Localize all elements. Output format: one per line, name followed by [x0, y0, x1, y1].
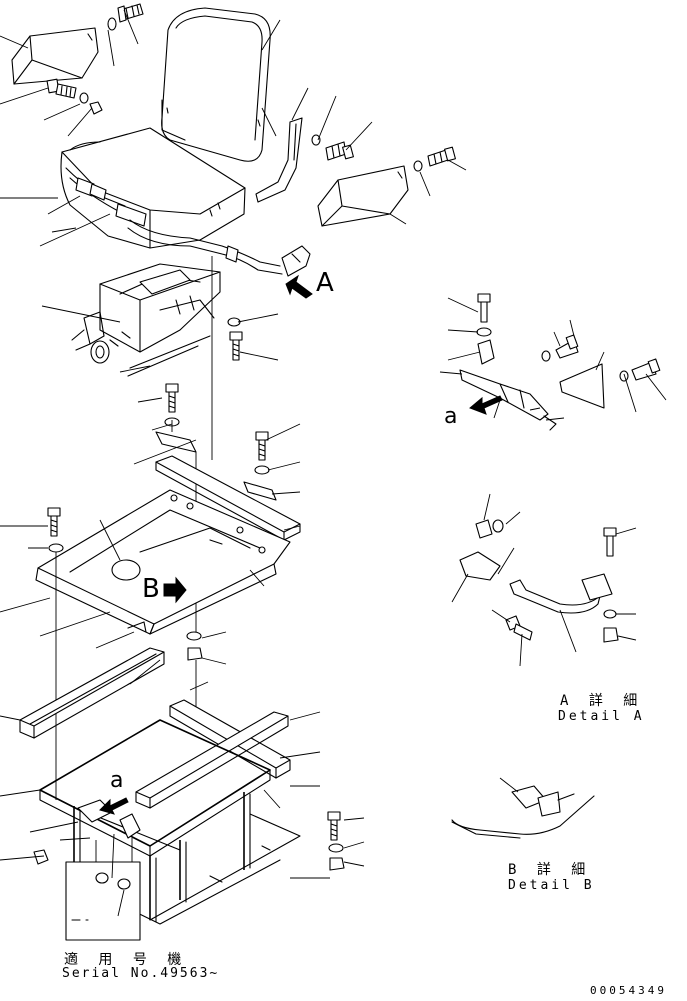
bolt-slide-rail-right [255, 431, 269, 461]
bolt-backrest-bracket [325, 141, 354, 161]
seat-mount-plate [35, 489, 291, 635]
spacer-b [117, 878, 131, 890]
armrest-right [317, 165, 409, 227]
lower-rail-left [19, 647, 165, 739]
plate-slide-rail-right [243, 481, 277, 501]
detail-a-drawing [459, 519, 619, 643]
armrest-left [11, 27, 99, 85]
bolt-suspension [229, 331, 243, 361]
drawing-code: 00054349 [590, 984, 667, 997]
serial-caption-jp: 適 用 号 機 [64, 952, 188, 968]
washer-stand-right [328, 843, 344, 853]
detail-b-drawing [451, 785, 595, 839]
detail-a-bracket-assembly [459, 293, 661, 431]
bolt-stand-right [327, 811, 341, 841]
serial-caption-en: Serial No.49563~ [62, 966, 220, 981]
nut-stand-right [329, 857, 345, 871]
washer-slide-rail-right [254, 465, 270, 475]
view-b-arrow [163, 576, 187, 604]
seat-stand [39, 719, 301, 925]
washer-armrest-right [413, 160, 423, 172]
washer-backrest-bracket [311, 134, 321, 146]
detail-b-caption-jp: B 詳 細 [508, 862, 592, 878]
washer-armrest-left [107, 17, 117, 31]
nut-plate-right [187, 647, 203, 661]
slide-rail-right [155, 455, 301, 541]
leader-lines [0, 9, 667, 917]
nut-stand-left [33, 849, 49, 865]
seat-backrest [161, 7, 271, 162]
spacer-a [95, 872, 109, 884]
detail-a-pointer-label: a [444, 404, 458, 429]
bolt-cushion-left [46, 78, 77, 99]
nut-cushion-left [89, 101, 103, 115]
view-b-label: B [142, 574, 160, 604]
seat-belt [65, 167, 311, 277]
washer-cushion-left [79, 92, 89, 104]
view-a-label: A [316, 268, 334, 298]
lower-rail-center [135, 711, 289, 809]
serial-variant-box [65, 861, 141, 941]
detail-a-caption-en: Detail A [558, 709, 645, 724]
detail-a-arrow [99, 797, 129, 815]
backrest-bracket [255, 117, 303, 203]
seat-suspension [71, 263, 221, 377]
detail-b-caption-en: Detail B [508, 878, 595, 893]
washer-plate-right [186, 631, 202, 641]
bolt-armrest-left [117, 3, 144, 23]
bolt-armrest-right [427, 146, 456, 167]
detail-a-pointer-arrow [469, 395, 503, 415]
view-a-arrow [285, 274, 313, 299]
bolt-plate-left [47, 507, 61, 537]
washer-plate-left [48, 543, 64, 553]
bolt-slide-rail [165, 383, 179, 413]
detail-a-pointer-label-lower: a [110, 768, 124, 793]
detail-a-caption-jp: A 詳 細 [560, 693, 644, 709]
